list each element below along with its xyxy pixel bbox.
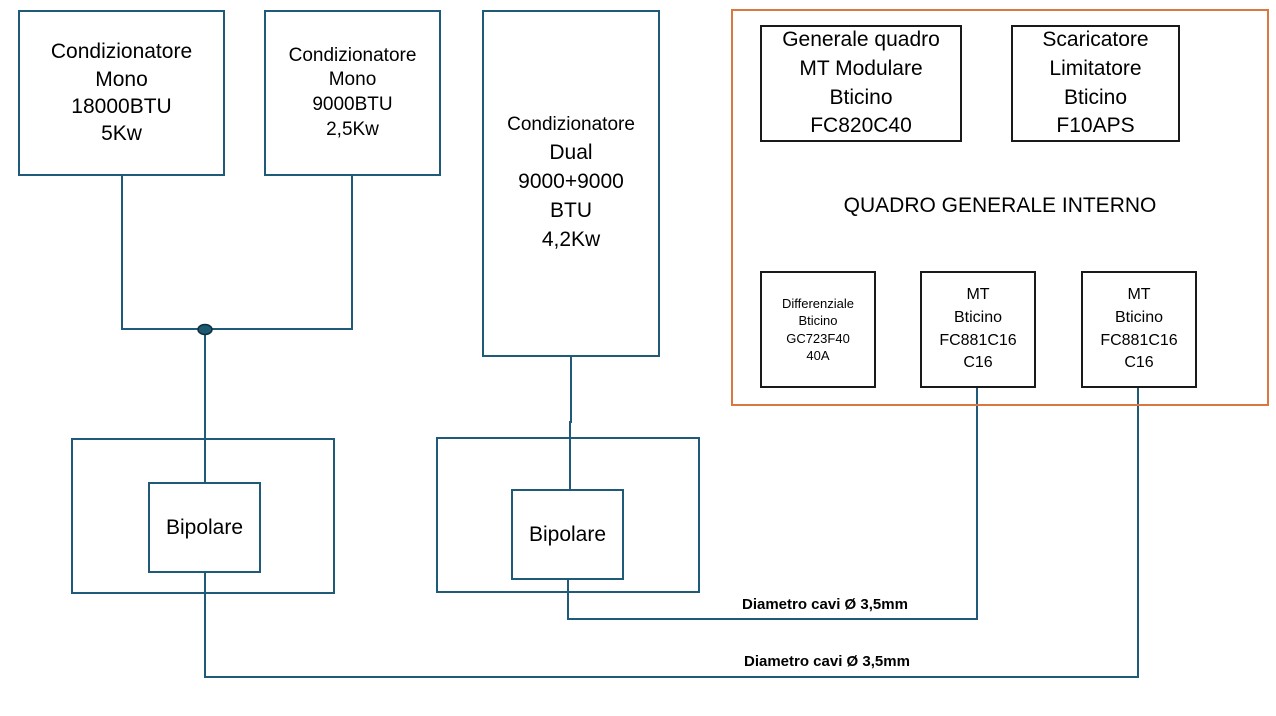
- ac-dual-box: Condizionatore Dual 9000+9000 BTU 4,2Kw: [482, 10, 660, 357]
- ac-mono-18000-line-4: 5Kw: [101, 122, 142, 146]
- mt-breaker-2-line-3: FC881C16: [1100, 331, 1178, 349]
- main-switch-line-3: Bticino: [829, 85, 893, 109]
- differential-line-2: Bticino: [798, 313, 838, 329]
- main-switch-line-2: MT Modulare: [799, 56, 923, 80]
- ac-mono-18000-line-2: Mono: [95, 67, 148, 91]
- ac-mono-18000-box: Condizionatore Mono 18000BTU 5Kw: [18, 10, 225, 176]
- wire-mono18000-to-junction: [121, 175, 205, 330]
- surge-arrester-line-2: Limitatore: [1049, 56, 1142, 80]
- ac-dual-line-5: 4,2Kw: [541, 227, 601, 251]
- bipolare-middle-box: Bipolare: [511, 489, 624, 580]
- differential-box: Differenziale Bticino GC723F40 40A: [760, 271, 876, 388]
- panel-title: QUADRO GENERALE INTERNO: [843, 194, 1157, 217]
- junction-node: [197, 323, 213, 336]
- ac-dual-line-2: Dual: [549, 140, 593, 164]
- ac-dual-line-1: Condizionatore: [507, 114, 635, 136]
- differential-line-4: 40A: [806, 347, 830, 363]
- ac-mono-18000-line-3: 18000BTU: [71, 95, 172, 118]
- main-switch-box: Generale quadro MT Modulare Bticino FC82…: [760, 25, 962, 142]
- bipolare-middle-enclosure: [436, 437, 700, 593]
- ac-mono-9000-line-2: Mono: [328, 69, 377, 91]
- bipolare-middle-label: Bipolare: [528, 522, 607, 546]
- cable-label-lower: Diametro cavi Ø 3,5mm: [744, 653, 910, 670]
- ac-mono-9000-line-3: 9000BTU: [312, 94, 393, 115]
- wire-bipolare-left-to-mt2: [204, 386, 1139, 678]
- bipolare-left-box: Bipolare: [148, 482, 261, 573]
- bipolare-left-enclosure: [71, 438, 335, 594]
- wire-dual-to-bipolare-middle: [569, 355, 572, 490]
- surge-arrester-line-4: F10APS: [1056, 114, 1135, 138]
- mt-breaker-1-line-2: Bticino: [953, 308, 1003, 326]
- mt-breaker-1-line-1: MT: [966, 286, 990, 304]
- ac-dual-line-4: BTU: [550, 198, 592, 222]
- mt-breaker-2-line-2: Bticino: [1114, 308, 1164, 326]
- wire-mono9000-to-junction: [205, 175, 353, 330]
- ac-mono-18000-line-1: Condizionatore: [50, 40, 193, 64]
- mt-breaker-1-line-4: C16: [963, 354, 993, 372]
- differential-line-1: Differenziale: [781, 296, 855, 312]
- ac-mono-9000-line-4: 2,5Kw: [326, 118, 379, 140]
- differential-line-3: GC723F40: [786, 330, 850, 346]
- mt-breaker-1-line-3: FC881C16: [939, 331, 1017, 349]
- mt-breaker-1-box: MT Bticino FC881C16 C16: [920, 271, 1036, 388]
- mt-breaker-2-line-1: MT: [1127, 286, 1151, 304]
- bipolare-left-label: Bipolare: [165, 515, 244, 539]
- main-switch-line-4: FC820C40: [810, 114, 912, 138]
- mt-breaker-2-box: MT Bticino FC881C16 C16: [1081, 271, 1197, 388]
- ac-mono-9000-line-1: Condizionatore: [288, 44, 417, 66]
- ac-mono-9000-box: Condizionatore Mono 9000BTU 2,5Kw: [264, 10, 441, 176]
- main-switch-line-1: Generale quadro: [782, 27, 940, 51]
- ac-dual-line-3: 9000+9000: [518, 169, 624, 193]
- quadro-generale-panel: [731, 9, 1269, 406]
- surge-arrester-box: Scaricatore Limitatore Bticino F10APS: [1011, 25, 1180, 142]
- surge-arrester-line-1: Scaricatore: [1042, 27, 1149, 51]
- wire-bipolare-middle-to-mt1: [567, 386, 978, 620]
- cable-label-upper: Diametro cavi Ø 3,5mm: [742, 596, 908, 613]
- mt-breaker-2-line-4: C16: [1124, 354, 1154, 372]
- surge-arrester-line-3: Bticino: [1063, 85, 1128, 109]
